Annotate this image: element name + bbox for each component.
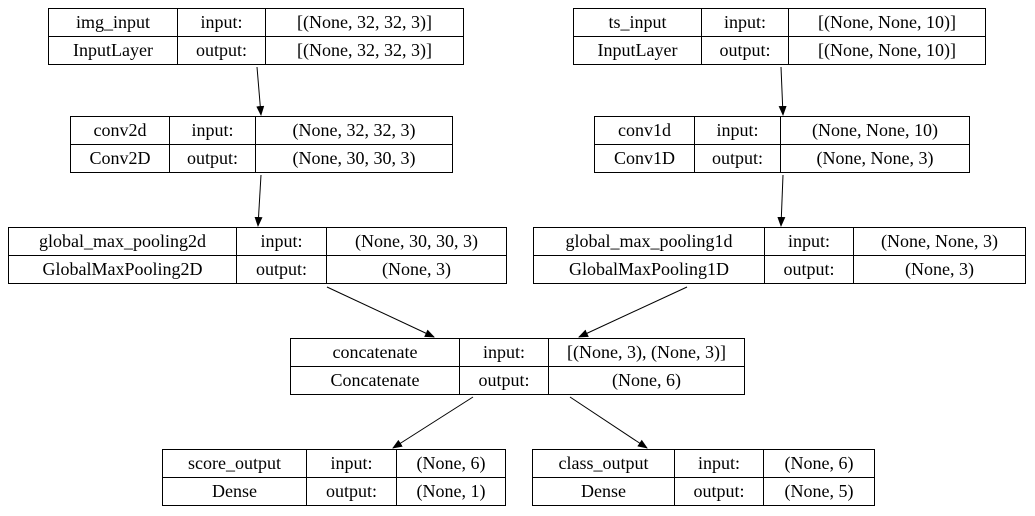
layer-type: Conv1D — [594, 144, 695, 173]
input-label: input: — [169, 116, 256, 145]
node-score_output: score_output input: (None, 6) Dense outp… — [162, 449, 506, 506]
edge-ts_input-conv1d — [778, 66, 787, 116]
layer-name: score_output — [162, 449, 307, 478]
layer-name: class_output — [532, 449, 675, 478]
layer-type: InputLayer — [573, 36, 702, 65]
node-img_input: img_input input: [(None, 32, 32, 3)] Inp… — [48, 8, 464, 65]
output-shape: (None, 3) — [853, 255, 1026, 284]
layer-type: InputLayer — [48, 36, 178, 65]
layer-type: Conv2D — [70, 144, 170, 173]
input-shape: (None, 32, 32, 3) — [255, 116, 453, 145]
output-label: output: — [306, 477, 397, 506]
input-label: input: — [701, 8, 789, 37]
input-shape: [(None, 3), (None, 3)] — [548, 338, 745, 367]
input-shape: (None, None, 3) — [853, 227, 1026, 256]
node-conv2d: conv2d input: (None, 32, 32, 3) Conv2D o… — [70, 116, 453, 173]
output-label: output: — [701, 36, 789, 65]
output-label: output: — [674, 477, 764, 506]
edge-concatenate-score_output — [392, 396, 474, 449]
input-label: input: — [459, 338, 549, 367]
node-ts_input: ts_input input: [(None, None, 10)] Input… — [573, 8, 986, 65]
layer-type: Concatenate — [290, 366, 460, 395]
layer-name: global_max_pooling2d — [8, 227, 237, 256]
input-shape: (None, 30, 30, 3) — [326, 227, 507, 256]
layer-name: global_max_pooling1d — [533, 227, 765, 256]
output-shape: (None, 6) — [548, 366, 745, 395]
input-label: input: — [306, 449, 397, 478]
input-label: input: — [674, 449, 764, 478]
output-label: output: — [694, 144, 781, 173]
edge-conv1d-global_max_pooling1d — [777, 174, 786, 227]
input-label: input: — [236, 227, 327, 256]
layer-type: Dense — [532, 477, 675, 506]
output-shape: (None, 5) — [763, 477, 875, 506]
edge-global_max_pooling1d-concatenate — [578, 286, 688, 338]
input-label: input: — [177, 8, 266, 37]
layer-name: conv1d — [594, 116, 695, 145]
input-shape: [(None, 32, 32, 3)] — [265, 8, 464, 37]
output-shape: (None, None, 3) — [780, 144, 970, 173]
output-label: output: — [764, 255, 854, 284]
input-shape: [(None, None, 10)] — [788, 8, 986, 37]
output-label: output: — [236, 255, 327, 284]
output-shape: (None, 3) — [326, 255, 507, 284]
node-conv1d: conv1d input: (None, None, 10) Conv1D ou… — [594, 116, 970, 173]
layer-type: GlobalMaxPooling2D — [8, 255, 237, 284]
input-label: input: — [764, 227, 854, 256]
output-label: output: — [169, 144, 256, 173]
output-label: output: — [459, 366, 549, 395]
edge-conv2d-global_max_pooling2d — [254, 174, 263, 227]
node-class_output: class_output input: (None, 6) Dense outp… — [532, 449, 875, 506]
node-global_max_pooling1d: global_max_pooling1d input: (None, None,… — [533, 227, 1026, 284]
edge-img_input-conv2d — [256, 66, 265, 116]
node-concatenate: concatenate input: [(None, 3), (None, 3)… — [290, 338, 745, 395]
node-global_max_pooling2d: global_max_pooling2d input: (None, 30, 3… — [8, 227, 507, 284]
layer-type: Dense — [162, 477, 307, 506]
layer-name: conv2d — [70, 116, 170, 145]
layer-name: img_input — [48, 8, 178, 37]
layer-name: concatenate — [290, 338, 460, 367]
layer-type: GlobalMaxPooling1D — [533, 255, 765, 284]
output-shape: (None, 30, 30, 3) — [255, 144, 453, 173]
input-shape: (None, None, 10) — [780, 116, 970, 145]
edge-global_max_pooling2d-concatenate — [326, 286, 435, 338]
output-label: output: — [177, 36, 266, 65]
output-shape: [(None, None, 10)] — [788, 36, 986, 65]
edge-concatenate-class_output — [569, 396, 648, 449]
input-shape: (None, 6) — [763, 449, 875, 478]
layer-name: ts_input — [573, 8, 702, 37]
input-label: input: — [694, 116, 781, 145]
output-shape: (None, 1) — [396, 477, 506, 506]
input-shape: (None, 6) — [396, 449, 506, 478]
output-shape: [(None, 32, 32, 3)] — [265, 36, 464, 65]
